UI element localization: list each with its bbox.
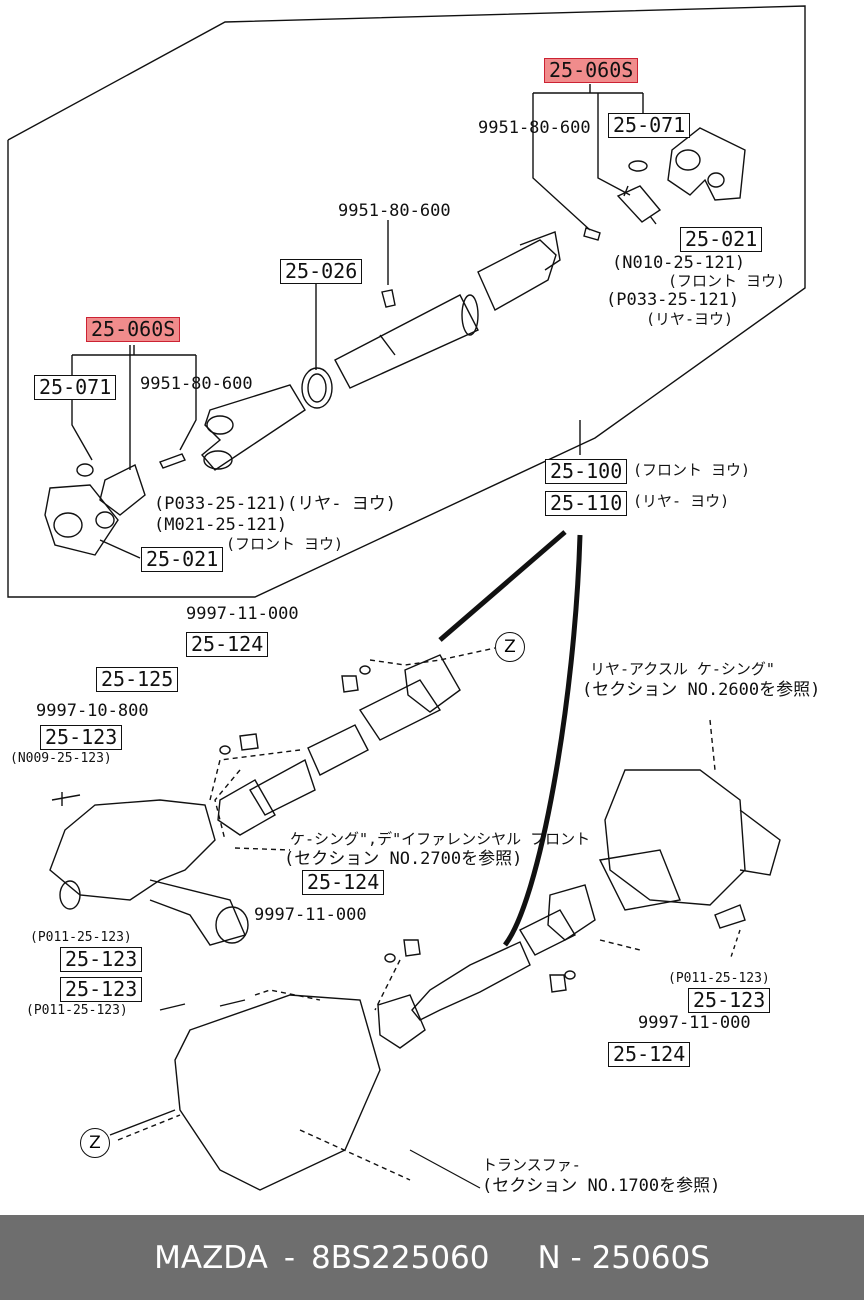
note-bolt-2: (P011-25-123) [30, 930, 132, 945]
flange-rear-top [547, 884, 596, 941]
label-washer[interactable]: 25-125 [96, 667, 179, 692]
label-nut-b-code: 9997-11-000 [254, 905, 367, 925]
note-top-yoke-3: (P033-25-121) [606, 290, 740, 310]
cross-top [616, 185, 662, 225]
note-bolt-4: (P011-25-123) [668, 971, 770, 986]
label-nut-a[interactable]: 25-124 [186, 632, 269, 657]
label-nut-c-code: 9997-11-000 [638, 1013, 751, 1033]
note-top-yoke-1: (N010-25-121) [612, 253, 746, 273]
label-left-yoke[interactable]: 25-021 [141, 547, 224, 572]
flange-front [217, 779, 276, 836]
frame-outline [7, 5, 806, 598]
footer-brand: MAZDA [154, 1239, 268, 1276]
footer-ref: N - 25060S [537, 1239, 710, 1276]
label-left-bolt: 9951-80-600 [140, 374, 253, 394]
ref-rear-axle-1: リヤ-アクスル ケ-シング" [590, 660, 775, 678]
leader-lines [532, 84, 644, 231]
footer-separator: - [283, 1239, 296, 1276]
shaft-middle [334, 239, 557, 389]
note-left-3: (フロント ヨウ) [226, 535, 344, 553]
label-nut-b[interactable]: 25-124 [302, 870, 385, 895]
note-left-1: (P033-25-121)(リヤ- ヨウ) [154, 494, 396, 514]
label-bolt-2[interactable]: 25-123 [60, 947, 143, 972]
label-bolt-4[interactable]: 25-123 [688, 988, 771, 1013]
label-top-snap-ring[interactable]: 25-071 [608, 113, 691, 138]
footer-part-number: 8BS225060 [311, 1239, 490, 1276]
note-shaft-front: (フロント ヨウ) [633, 461, 751, 479]
footer-bar: MAZDA - 8BS225060 N - 25060S [0, 1215, 864, 1300]
note-left-2: (M021-25-121) [154, 515, 288, 535]
note-bolt-1: (N009-25-123) [10, 751, 112, 766]
label-left-assy[interactable]: 25-060S [86, 317, 181, 342]
ref-diff-1: ケ-シング",デ"イファレンシヤル フロント [290, 830, 591, 848]
label-mid-seal[interactable]: 25-026 [280, 259, 363, 284]
label-shaft-rear[interactable]: 25-110 [545, 491, 628, 516]
ref-diff-2: (セクション NO.2700を参照) [284, 849, 523, 869]
z-marker-top: Z [495, 632, 525, 662]
label-bolt-3[interactable]: 25-123 [60, 977, 143, 1002]
label-nut-c[interactable]: 25-124 [608, 1042, 691, 1067]
label-top-yoke[interactable]: 25-021 [680, 227, 763, 252]
note-top-yoke-2: (フロント ヨウ) [668, 272, 786, 290]
ref-transfer-1: トランスファ- [482, 1156, 581, 1174]
yoke-top [667, 127, 746, 201]
note-shaft-rear: (リヤ- ヨウ) [633, 492, 730, 510]
yoke-left [201, 384, 306, 471]
label-left-snap-ring[interactable]: 25-071 [34, 375, 117, 400]
flange-front-top [404, 654, 461, 713]
cross-left [99, 464, 146, 516]
rear-axle-housing [604, 769, 746, 906]
label-mid-bolt: 9951-80-600 [338, 201, 451, 221]
flange-left [44, 484, 119, 556]
transfer-case [174, 994, 381, 1191]
label-bolt-1[interactable]: 25-123 [40, 725, 123, 750]
seal-ring [301, 367, 333, 409]
ref-rear-axle-2: (セクション NO.2600を参照) [582, 680, 821, 700]
label-top-bolt: 9951-80-600 [478, 118, 591, 138]
parts-diagram [7, 5, 806, 1191]
flange-rear [377, 994, 426, 1049]
ref-transfer-2: (セクション NO.1700を参照) [482, 1176, 721, 1196]
label-nut-a-code: 9997-11-000 [186, 604, 299, 624]
shaft-front [358, 679, 442, 741]
note-bolt-3: (P011-25-123) [26, 1003, 128, 1018]
front-differential [49, 799, 216, 901]
label-top-assy[interactable]: 25-060S [544, 58, 639, 83]
label-shaft-front[interactable]: 25-100 [545, 459, 628, 484]
z-marker-bottom: Z [80, 1128, 110, 1158]
label-washer-code: 9997-10-800 [36, 701, 149, 721]
note-top-yoke-4: (リヤ-ヨウ) [646, 310, 734, 328]
